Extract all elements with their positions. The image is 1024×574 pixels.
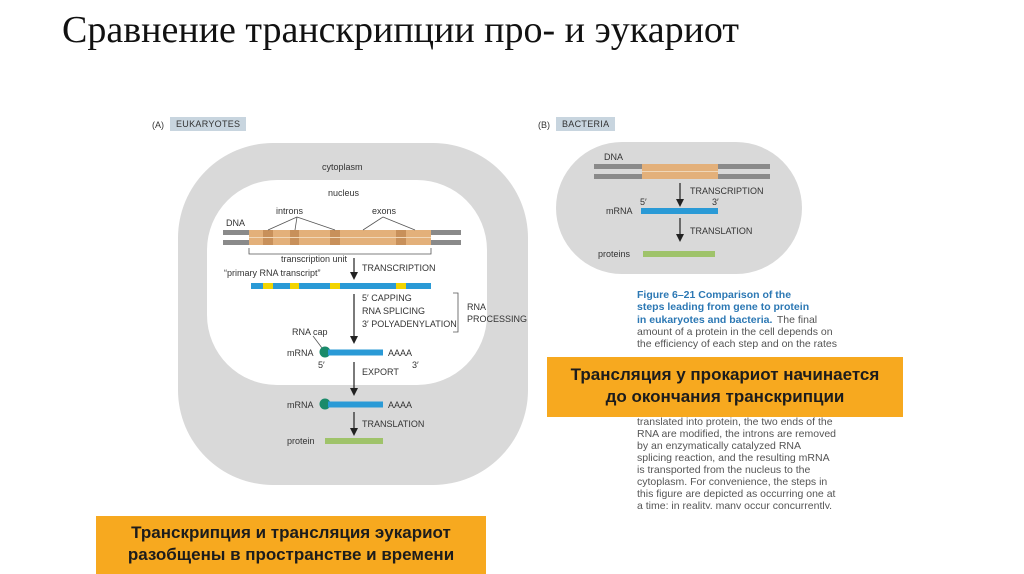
primary-transcript-label: “primary RNA transcript” [224, 268, 321, 278]
transcription-unit-bracket [248, 248, 432, 255]
caption-b-2: RNA are modified, the introns are remove… [637, 428, 837, 440]
rna-label: RNA [467, 302, 487, 312]
mrna-label-2: mRNA [287, 400, 314, 410]
caption-line-4: amount of a protein in the cell depends … [637, 326, 833, 338]
panel-b-tag: BACTERIA [556, 117, 616, 131]
capping-label: 5′ CAPPING [362, 293, 412, 303]
caption-line-3: in eukaryotes and bacteria. [637, 314, 773, 326]
eukaryote-callout-line-1: Транскрипция и трансляция эукариот [131, 523, 451, 542]
aaaa-label-1: AAAA [388, 348, 413, 358]
prokaryote-callout-line-1: Трансляция у прокариот начинается [570, 365, 880, 384]
caption-b-1: translated into protein, the two ends of… [637, 416, 833, 428]
cytoplasm-label: cytoplasm [322, 162, 363, 172]
exons-pointer-a [362, 216, 384, 231]
five-prime-label-a: 5′ [318, 360, 325, 370]
prokaryote-callout: Трансляция у прокариот начинается до око… [547, 357, 903, 417]
caption-b-5: is transported from the nucleus to the [637, 464, 811, 476]
transcription-arrow [350, 272, 358, 280]
panel-b-letter: (B) [538, 120, 550, 130]
aaaa-label-2: AAAA [388, 400, 413, 410]
protein-label: protein [287, 436, 315, 446]
three-prime-label-a: 3′ [412, 360, 419, 370]
eukaryote-callout: Транскрипция и трансляция эукариот разоб… [96, 516, 486, 574]
rna-cap-label: RNA cap [292, 327, 328, 337]
exons-pointer-b [382, 216, 416, 231]
export-arrow [350, 388, 358, 396]
caption-b-8: a time; in reality, many occur concurren… [637, 500, 833, 509]
five-prime-label-b: 5′ [640, 197, 647, 207]
proteins-label: proteins [598, 249, 631, 259]
caption-b-4: splicing reaction, and the resulting mRN… [637, 452, 830, 464]
caption-b-3: by an enzymatically catalyzed RNA [637, 440, 801, 452]
processing-arrow [350, 336, 358, 344]
mrna-label-b: mRNA [606, 206, 633, 216]
rna-cap-1 [319, 346, 331, 358]
processing-label: PROCESSING [467, 314, 528, 324]
caption-line-5: the efficiency of each step and on the r… [637, 338, 838, 350]
mrna-2 [328, 401, 383, 408]
bact-protein-bar [643, 251, 715, 257]
figure-caption: Figure 6–21 Comparison of the steps lead… [637, 289, 837, 350]
figure-caption-bottom: translated into protein, the two ends of… [637, 416, 836, 509]
bact-transcription-arrow [676, 199, 684, 207]
bact-mrna [641, 208, 718, 214]
introns-pointer-c [296, 216, 336, 231]
caption-b-7: this figure are depicted as occurring on… [637, 488, 836, 500]
exons-label: exons [372, 206, 397, 216]
introns-pointer-b [294, 216, 298, 231]
rna-cap-2 [319, 398, 331, 410]
prokaryote-callout-line-2: до окончания транскрипции [605, 387, 845, 406]
protein-bar [325, 438, 383, 444]
translation-arrow-a [350, 428, 358, 436]
panel-a-letter: (A) [152, 120, 164, 130]
dna-label-b: DNA [604, 152, 624, 162]
splicing-label: RNA SPLICING [362, 306, 426, 316]
translation-label-b: TRANSLATION [690, 226, 753, 236]
introns-label: introns [276, 206, 304, 216]
dna-label-a: DNA [226, 218, 246, 228]
polyadenylation-label: 3′ POLYADENYLATION [362, 319, 457, 329]
caption-line-1: Figure 6–21 Comparison of the [637, 289, 792, 301]
slide-title: Сравнение транскрипции про- и эукариот [62, 9, 740, 51]
mrna-1 [328, 349, 383, 356]
translation-label-a: TRANSLATION [362, 419, 425, 429]
panel-a-tag: EUKARYOTES [170, 117, 247, 131]
transcription-unit-label: transcription unit [281, 254, 348, 264]
introns-pointer-a [267, 216, 298, 231]
bact-translation-arrow [676, 234, 684, 242]
transcription-label-b: TRANSCRIPTION [690, 186, 764, 196]
three-prime-label-b: 3′ [712, 197, 719, 207]
processing-bracket [453, 292, 459, 333]
mrna-label-1: mRNA [287, 348, 314, 358]
eukaryote-callout-line-2: разобщены в пространстве и времени [127, 545, 455, 564]
caption-line-3b: The final [776, 314, 818, 326]
caption-line-2: steps leading from gene to protein [637, 301, 810, 313]
transcription-label-a: TRANSCRIPTION [362, 263, 436, 273]
export-label: EXPORT [362, 367, 399, 377]
caption-b-6: cytoplasm. For convenience, the steps in [637, 476, 828, 488]
nucleus-label: nucleus [328, 188, 360, 198]
